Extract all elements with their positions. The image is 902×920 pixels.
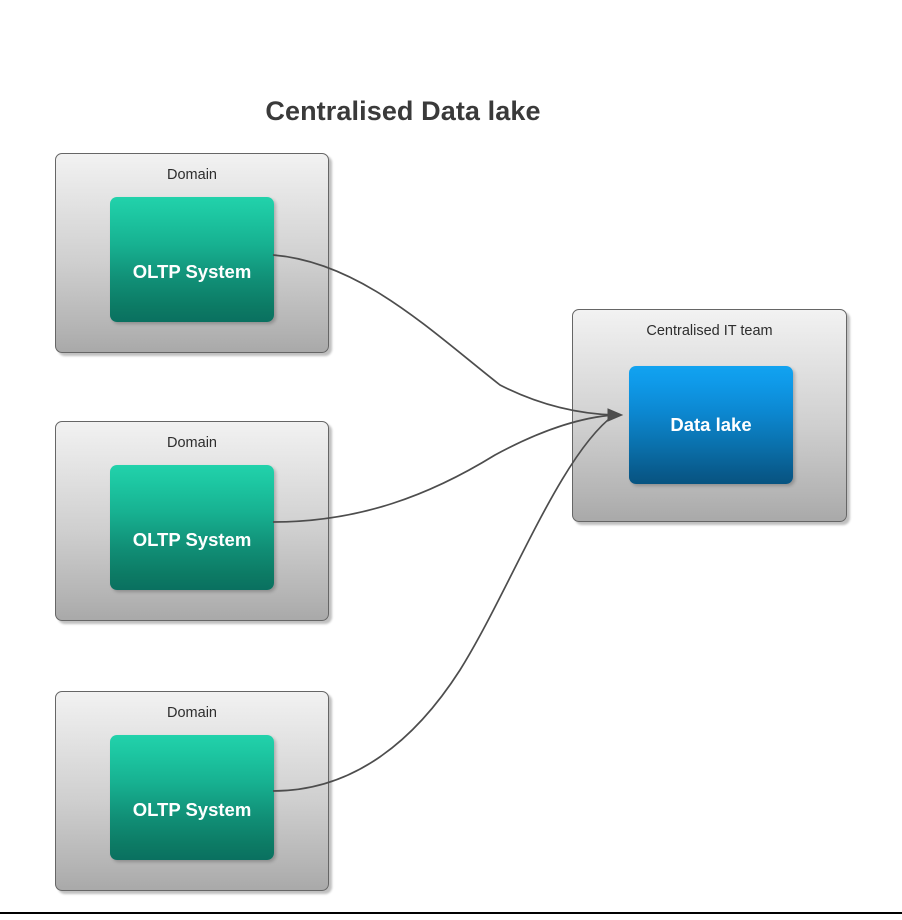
centralised-it-team-container[interactable]: Centralised IT team Data lake bbox=[572, 309, 847, 522]
domain-container-3[interactable]: Domain OLTP System bbox=[55, 691, 329, 891]
domain-label-1: Domain bbox=[167, 167, 217, 183]
domain-3-oltp-system-label: OLTP System bbox=[132, 798, 252, 820]
page-title: Centralised Data lake bbox=[265, 96, 541, 126]
domain-container-2[interactable]: Domain OLTP System bbox=[55, 421, 329, 621]
domain-label-2: Domain bbox=[167, 435, 217, 451]
domain-1-oltp-system-label: OLTP System bbox=[132, 260, 252, 282]
bottom-divider bbox=[0, 912, 902, 914]
domain-3-oltp-system[interactable]: OLTP System bbox=[110, 735, 274, 860]
domain-container-1[interactable]: Domain OLTP System bbox=[55, 153, 329, 353]
domain-2-oltp-system[interactable]: OLTP System bbox=[110, 465, 274, 590]
data-lake[interactable]: Data lake bbox=[629, 366, 793, 484]
domain-2-oltp-system-label: OLTP System bbox=[132, 528, 252, 550]
domain-1-oltp-system[interactable]: OLTP System bbox=[110, 197, 274, 322]
data-lake-label: Data lake bbox=[670, 414, 752, 435]
centralised-it-team-label: Centralised IT team bbox=[646, 323, 773, 339]
domain-label-3: Domain bbox=[167, 705, 217, 721]
